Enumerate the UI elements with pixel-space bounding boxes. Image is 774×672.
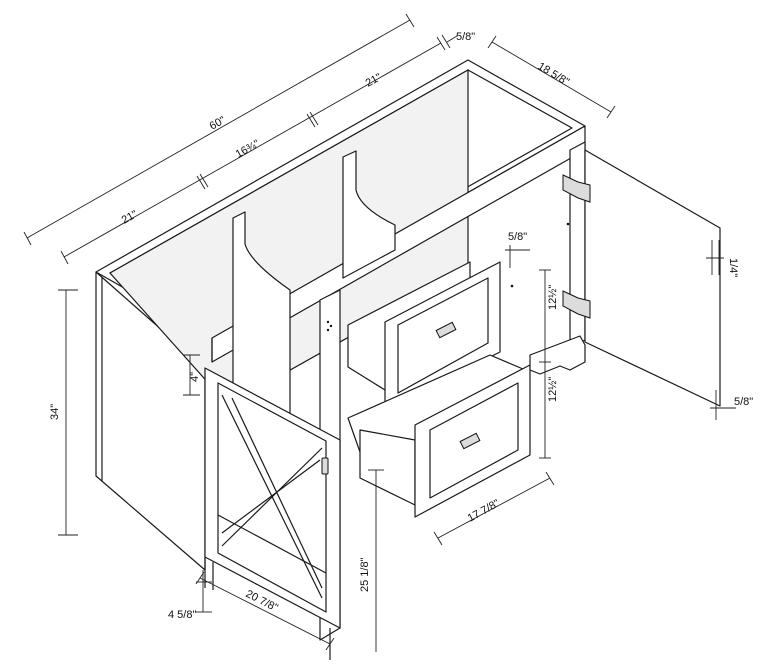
dim-leg-height: 4 5/8" — [168, 609, 196, 621]
dim-depth: 18 5/8" — [535, 60, 571, 88]
drawer-pull-icon — [435, 321, 457, 339]
lower-drawer-side — [359, 429, 416, 506]
hinge-icon — [562, 174, 591, 203]
drawer-rail — [529, 335, 586, 375]
right-door — [584, 149, 721, 407]
dim-top-thickness: 5/8" — [456, 31, 475, 43]
dim-toe-height: 4" — [189, 372, 201, 382]
dim-drawer-depth: 17 7/8" — [466, 497, 502, 524]
dim-upper-offset: 5/8" — [508, 231, 527, 243]
dim-door-thickness: 5/8" — [734, 396, 753, 408]
door-knob-icon — [321, 457, 329, 475]
dim-upper-drawer-height: 12½" — [547, 285, 559, 310]
dim-right-section: 21" — [364, 71, 384, 89]
dim-center-section: 16¾" — [234, 138, 262, 161]
dim-door-gap: 1/4" — [727, 258, 739, 277]
right-side-panel — [569, 141, 586, 349]
drawer-pull-icon — [459, 432, 481, 450]
hinge-icon — [562, 290, 591, 319]
dim-overall-width: 60" — [208, 114, 228, 132]
dim-overall-height: 34" — [49, 404, 61, 420]
dim-interior-height: 25 1/8" — [359, 557, 371, 592]
dim-lower-drawer-height: 12½" — [547, 377, 559, 402]
right-divider — [342, 150, 396, 279]
